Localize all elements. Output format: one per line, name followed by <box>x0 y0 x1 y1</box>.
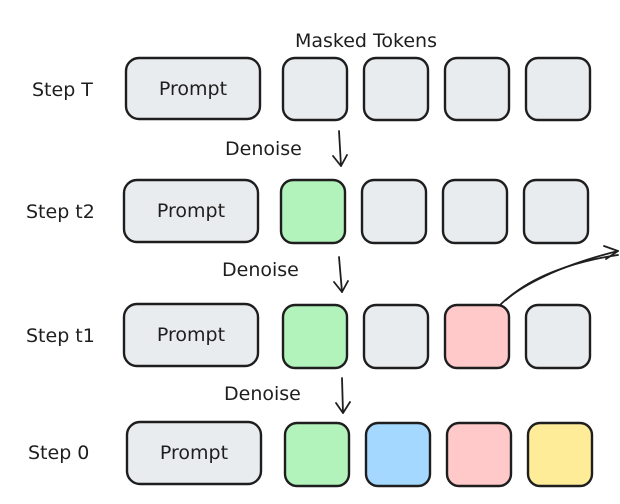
token-2 <box>360 178 428 245</box>
step-label: Step t2 <box>26 201 95 223</box>
prompt-box <box>122 302 260 368</box>
masked-tokens-label: Masked Tokens <box>295 30 437 52</box>
prompt-box <box>124 56 262 121</box>
denoise-label: Denoise <box>224 383 301 405</box>
prompt-label: Prompt <box>157 324 225 346</box>
step-label: Step T <box>32 79 93 101</box>
denoise-label: Denoise <box>222 259 299 281</box>
token-2 <box>362 56 430 122</box>
token-2 <box>364 421 432 488</box>
token-3 <box>443 303 511 370</box>
down-arrow-icon <box>333 256 349 293</box>
token-1 <box>281 56 349 122</box>
token-4 <box>522 178 590 245</box>
row-step-t: Step T Prompt <box>32 56 592 122</box>
prompt-label: Prompt <box>160 442 228 464</box>
prompt-label: Prompt <box>157 200 225 222</box>
token-2 <box>362 303 430 370</box>
prompt-label: Prompt <box>159 78 227 100</box>
down-arrow-icon <box>332 130 348 167</box>
token-4 <box>524 56 592 122</box>
token-3 <box>443 56 511 122</box>
prompt-box <box>122 178 260 244</box>
step-label: Step 0 <box>28 442 89 464</box>
token-4 <box>526 421 594 488</box>
down-arrow-icon <box>335 377 351 414</box>
step-label: Step t1 <box>26 325 95 347</box>
row-step-t2: Step t2 Prompt <box>26 178 590 245</box>
curved-arrow-icon <box>500 245 619 305</box>
prompt-box <box>125 420 263 486</box>
token-4 <box>524 303 592 370</box>
token-1 <box>283 421 351 488</box>
token-1 <box>279 178 347 245</box>
token-3 <box>445 421 513 488</box>
token-1 <box>281 303 349 370</box>
token-3 <box>441 178 509 245</box>
row-step-t1: Step t1 Prompt <box>26 302 592 370</box>
row-step-0: Step 0 Prompt <box>28 420 594 488</box>
denoise-label: Denoise <box>225 138 302 160</box>
